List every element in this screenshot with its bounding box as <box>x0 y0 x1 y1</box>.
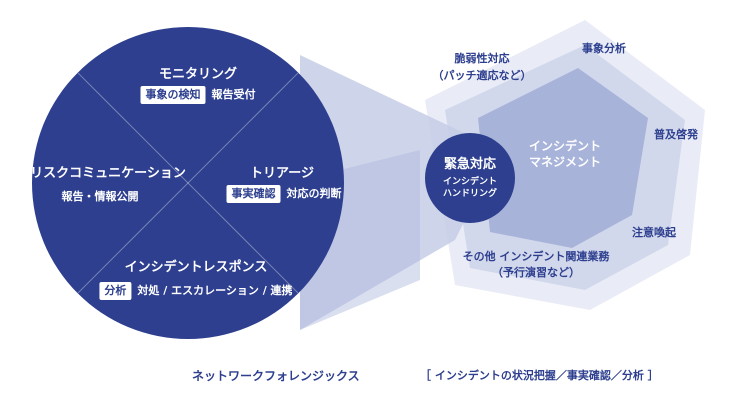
bottom-quadrant-row: 分析対処 / エスカレーション / 連携 <box>99 282 293 300</box>
hex-center-line2: マネジメント <box>528 155 602 169</box>
hex-other-line1: その他 インシデント関連業務 <box>462 250 610 263</box>
top-quadrant-title: モニタリング <box>158 67 238 82</box>
top-quadrant-text: 報告受付 <box>211 88 256 101</box>
bottom-quadrant-text: 対処 / エスカレーション / 連携 <box>137 284 293 297</box>
right-quadrant-row: 事実確認対応の判断 <box>226 185 342 203</box>
right-quadrant-badge: 事実確認 <box>226 185 281 203</box>
core-sub-line2: ハンドリング <box>442 189 498 199</box>
hex-alert: 注意喚起 <box>632 226 676 239</box>
hexagon-inner <box>478 68 648 248</box>
top-quadrant-badge: 事象の検知 <box>140 86 206 104</box>
bottom-quadrant-title: インシデントレスポンス <box>124 260 268 275</box>
hex-awareness: 普及啓発 <box>654 128 698 141</box>
process-circle <box>32 27 344 339</box>
bottom-quadrant-badge: 分析 <box>99 282 132 300</box>
circle-divider-1 <box>77 72 299 294</box>
footer-left-label: ネットワークフォレンジックス <box>192 369 360 383</box>
core-circle <box>425 133 515 223</box>
footer-right-label: ［ インシデントの状況把握／事実確認／分析 ］ <box>420 369 659 382</box>
left-quadrant-text: 報告・情報公開 <box>61 190 139 203</box>
hex-vuln-line1: 脆弱性対応 <box>454 52 510 65</box>
left-quadrant-title: リスクコミュニケーション <box>30 166 186 181</box>
hex-vuln-line2: （パッチ適応など） <box>432 69 532 82</box>
hex-center-line1: インシデント <box>528 139 602 153</box>
hex-analysis: 事象分析 <box>582 42 626 55</box>
core-title: 緊急対応 <box>443 157 497 172</box>
core-sub-line1: インシデント <box>442 177 498 187</box>
hex-other-line2: （予行演習など） <box>492 266 580 279</box>
top-quadrant-row: 事象の検知報告受付 <box>140 86 256 104</box>
right-quadrant-title: トリアージ <box>250 166 314 181</box>
circle-divider-2 <box>77 72 299 294</box>
right-quadrant-text: 対応の判断 <box>286 187 342 200</box>
cone-connector <box>300 55 500 330</box>
